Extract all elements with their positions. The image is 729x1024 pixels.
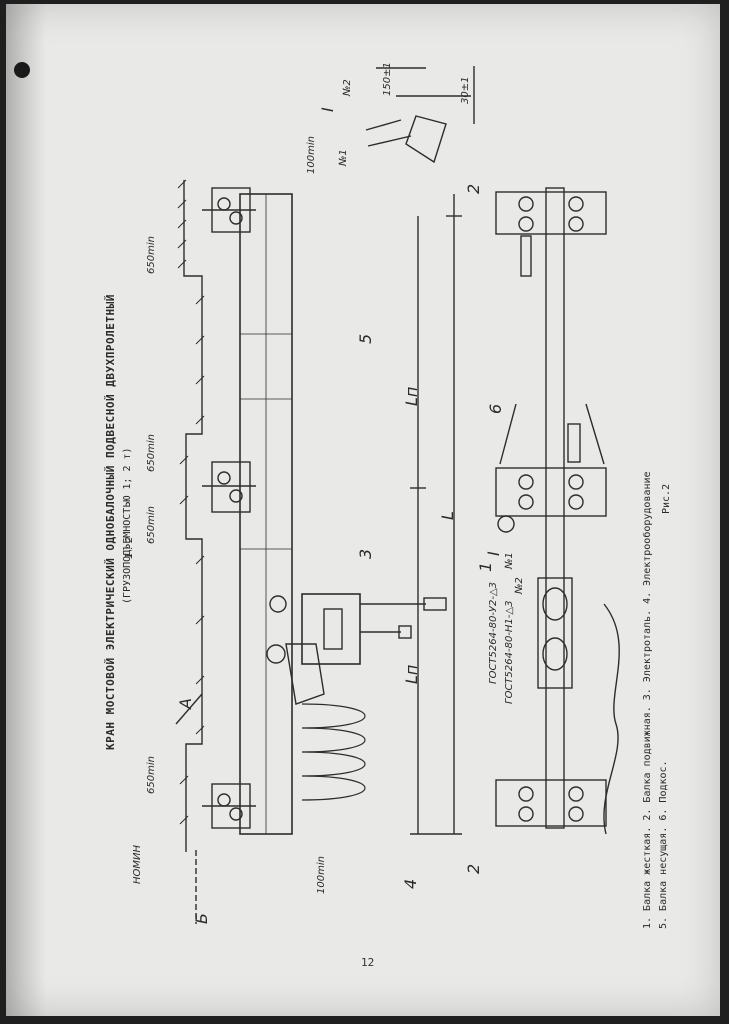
callout-2-top: 2 — [464, 183, 483, 194]
drawing-sheet: КРАН МОСТОВОЙ ЭЛЕКТРИЧЕСКИЙ ОДНОБАЛОЧНЫЙ… — [6, 4, 720, 1016]
dim-span-Lp-2: Lп — [402, 664, 421, 684]
plan-rail — [545, 187, 565, 829]
view-I-top-label: I — [318, 107, 337, 112]
plan-truck-top — [495, 191, 607, 235]
detail-joint — [365, 66, 475, 164]
end-carriage-bottom — [202, 783, 256, 829]
callout-1: 1 — [476, 561, 495, 572]
binding-hole — [14, 62, 30, 78]
callout-6: 6 — [486, 403, 505, 414]
plan-cable — [603, 603, 620, 835]
dim-650-mid-a: 650min — [146, 434, 157, 472]
axis-label: НОМИН — [132, 844, 143, 884]
dim-100-bottom: 100min — [316, 856, 327, 894]
drawing-title: КРАН МОСТОВОЙ ЭЛЕКТРИЧЕСКИЙ ОДНОБАЛОЧНЫЙ… — [104, 294, 117, 750]
callout-3: 3 — [356, 548, 375, 559]
drawing-subtitle: (ГРУЗОПОДЪЕМНОСТЬЮ 1; 2 т) — [122, 447, 133, 604]
crane-drawing — [175, 66, 620, 924]
dim-150: 150±1 — [382, 62, 393, 96]
figure-label: Рис.2 — [661, 483, 672, 514]
electric-hoist — [266, 593, 447, 705]
plan-hoist — [537, 577, 573, 689]
dim-span-Lp-1: Lп — [402, 386, 421, 406]
wall-outline — [183, 180, 203, 852]
dim-30: 30±1 — [460, 76, 471, 104]
plan-truck-mid — [495, 403, 607, 517]
node-1-top: №1 — [338, 149, 349, 166]
dim-100-top: 100min — [306, 136, 317, 174]
callout-4: 4 — [401, 878, 420, 889]
page-spine-shadow — [6, 4, 46, 1016]
node-1-bottom: №1 — [504, 552, 515, 569]
callout-2-bottom: 2 — [464, 863, 483, 874]
caption-line-1: 1. Балка жесткая. 2. Балка подвижная. 3.… — [642, 471, 653, 929]
end-carriage-top — [202, 187, 256, 233]
view-I-bottom-label: I — [484, 551, 503, 556]
end-carriage-mid — [202, 461, 256, 513]
dim-650-mid-b: 650min — [146, 506, 157, 544]
callout-5: 5 — [356, 333, 375, 344]
weld-note-2: ГОСТ5264-80-Н1-△3 — [504, 600, 515, 704]
dim-650-bottom: 650min — [146, 756, 157, 794]
dim-span-L: L — [438, 511, 457, 520]
view-A-label: А — [176, 698, 195, 709]
wall-hatch — [177, 179, 205, 825]
dim-650-top: 650min — [146, 236, 157, 274]
scale-label: 1 : 2 — [124, 536, 135, 559]
view-B-label: Б — [192, 913, 211, 924]
node-2-bottom: №2 — [514, 577, 525, 594]
page-number: 12 — [361, 956, 375, 969]
weld-note-1: ГОСТ5264-80-У2-△3 — [488, 581, 499, 684]
festoon-cable — [301, 703, 366, 801]
node-2-top: №2 — [342, 79, 353, 96]
plan-truck-bottom — [495, 779, 607, 827]
caption-line-2: 5. Балка несущая. 6. Подкос. — [658, 760, 669, 929]
